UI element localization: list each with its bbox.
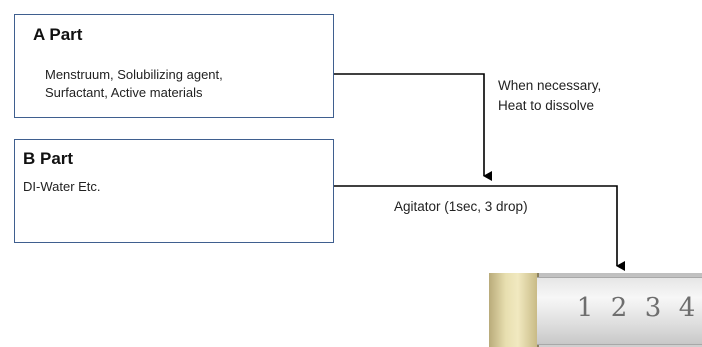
part-b-title: B Part xyxy=(23,149,74,168)
heat-note-line-2: Heat to dissolve xyxy=(498,98,595,113)
part-b-line-1: DI-Water Etc. xyxy=(23,179,101,194)
part-b-box: B Part DI-Water Etc. xyxy=(14,139,334,243)
arrow-a-to-mix xyxy=(334,73,492,181)
arrow-b-to-vial xyxy=(334,185,625,271)
vial-cap xyxy=(489,273,539,347)
part-b-description: DI-Water Etc. xyxy=(23,178,101,196)
vial-number-3: 3 xyxy=(644,293,664,323)
vial-number-4: 4 xyxy=(678,293,698,323)
part-a-description: Menstruum, Solubilizing agent, Surfactan… xyxy=(45,66,223,102)
vial-number-2: 2 xyxy=(610,293,630,323)
heat-note-line-1: When necessary, xyxy=(498,78,602,93)
agitator-label: Agitator (1sec, 3 drop) xyxy=(394,199,528,214)
part-a-title: A Part xyxy=(33,25,83,44)
vial-body xyxy=(537,277,702,345)
part-a-line-2: Surfactant, Active materials xyxy=(45,85,203,100)
heat-note: When necessary, Heat to dissolve xyxy=(498,76,601,116)
part-a-line-1: Menstruum, Solubilizing agent, xyxy=(45,67,223,82)
part-a-box: A Part Menstruum, Solubilizing agent, Su… xyxy=(14,14,334,118)
vial-number-1: 1 xyxy=(576,293,596,323)
